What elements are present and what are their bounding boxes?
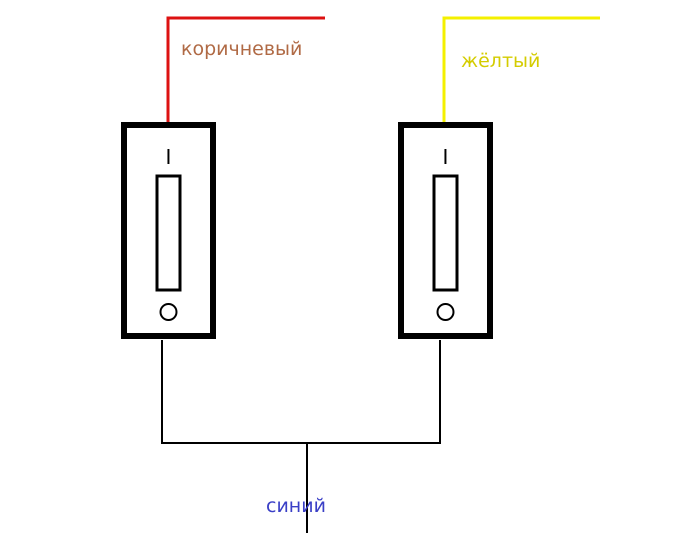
right-switch: I <box>398 122 493 339</box>
left-switch-on-mark: I <box>166 145 172 169</box>
left-switch: I <box>121 122 216 339</box>
yellow-wire-label: жёлтый <box>461 50 541 72</box>
left-switch-slot <box>155 174 182 292</box>
right-switch-output-wire <box>307 340 441 444</box>
yellow-wire <box>442 16 600 124</box>
right-switch-off-mark <box>436 303 455 321</box>
brown-wire <box>166 16 325 124</box>
right-switch-on-mark: I <box>443 145 449 169</box>
right-switch-slot <box>432 174 459 292</box>
blue-wire-label: синий <box>266 495 326 517</box>
left-switch-output-wire <box>161 340 307 444</box>
left-switch-off-mark <box>159 303 178 321</box>
brown-wire-label: коричневый <box>181 38 303 60</box>
